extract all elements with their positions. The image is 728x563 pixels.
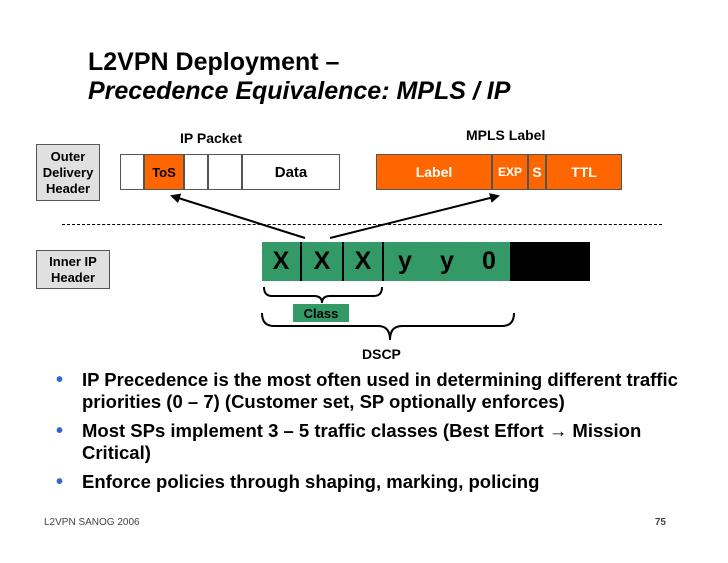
s-text: S bbox=[532, 164, 542, 180]
footer-text: L2VPN SANOG 2006 bbox=[44, 517, 140, 528]
dscp-bit-4: y bbox=[384, 242, 426, 281]
bullet-item: •Enforce policies through shaping, marki… bbox=[56, 471, 540, 493]
tos-text: ToS bbox=[152, 164, 176, 180]
mpls-label-label: MPLS Label bbox=[466, 127, 546, 143]
ttl-field: TTL bbox=[546, 154, 622, 190]
tos-field: ToS bbox=[144, 154, 184, 190]
data-field: Data bbox=[242, 154, 340, 190]
dscp-bit-6: 0 bbox=[468, 242, 510, 281]
ttl-text: TTL bbox=[571, 164, 597, 180]
slide-subtitle: Precedence Equivalence: MPLS / IP bbox=[88, 77, 511, 105]
page-number: 75 bbox=[654, 517, 666, 528]
bullet-list: •IP Precedence is the most often used in… bbox=[56, 369, 696, 500]
bullet-dot-icon: • bbox=[56, 369, 64, 391]
bullet-item: •IP Precedence is the most often used in… bbox=[56, 369, 678, 412]
slide-title: L2VPN Deployment – bbox=[88, 48, 340, 76]
dscp-brace bbox=[261, 312, 515, 341]
inner-ip-header-text: Inner IP Header bbox=[49, 253, 97, 285]
outer-delivery-header-text: Outer Delivery Header bbox=[42, 148, 94, 196]
data-text: Data bbox=[274, 163, 308, 181]
exp-field: EXP bbox=[492, 154, 528, 190]
dscp-bit-2: X bbox=[302, 242, 344, 281]
class-label-box: Class bbox=[293, 304, 349, 322]
dscp-bit-5: y bbox=[426, 242, 468, 281]
arrow-to-exp bbox=[329, 193, 500, 239]
ip-packet-field-1 bbox=[120, 154, 144, 190]
bullet-dot-icon: • bbox=[56, 420, 64, 442]
label-field: Label bbox=[376, 154, 492, 190]
s-field: S bbox=[528, 154, 546, 190]
dscp-unused-bits bbox=[510, 242, 590, 281]
ip-packet-field-3 bbox=[208, 154, 242, 190]
exp-text: EXP bbox=[497, 165, 522, 179]
dscp-bit-1: X bbox=[262, 242, 302, 281]
class-label-text: Class bbox=[303, 305, 339, 321]
outer-delivery-header-box: Outer Delivery Header bbox=[36, 144, 100, 201]
arrow-to-tos bbox=[170, 193, 306, 239]
dashed-divider bbox=[62, 224, 662, 225]
dscp-bit-3: X bbox=[344, 242, 384, 281]
ip-packet-field-2 bbox=[184, 154, 208, 190]
class-brace bbox=[263, 286, 383, 304]
label-text: Label bbox=[415, 164, 453, 180]
dscp-label: DSCP bbox=[362, 346, 401, 362]
ip-packet-label: IP Packet bbox=[180, 130, 243, 146]
bullet-dot-icon: • bbox=[56, 471, 64, 493]
bullet-item: •Most SPs implement 3 – 5 traffic classe… bbox=[56, 420, 642, 463]
inner-ip-header-box: Inner IP Header bbox=[36, 250, 110, 289]
